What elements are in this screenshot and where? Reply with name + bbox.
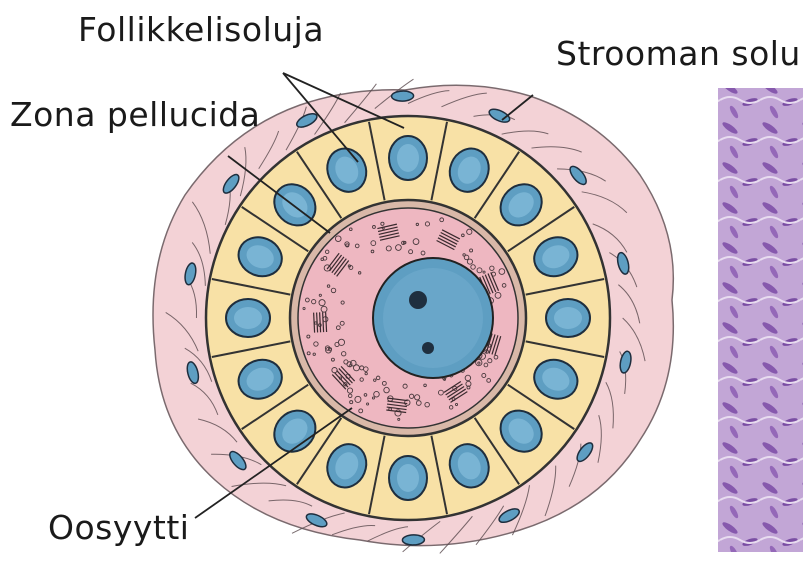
label-oocyte: Oosyytti (48, 508, 189, 547)
label-zona-pellucida: Zona pellucida (10, 95, 260, 134)
stroma-nucleus (402, 535, 424, 546)
stroma-nucleus (391, 91, 413, 102)
label-stroma-cell: Strooman solu (556, 34, 801, 73)
label-follicle-cells: Follikkelisoluja (78, 10, 324, 49)
histology-micrograph (718, 88, 803, 552)
nucleolus (409, 291, 427, 309)
